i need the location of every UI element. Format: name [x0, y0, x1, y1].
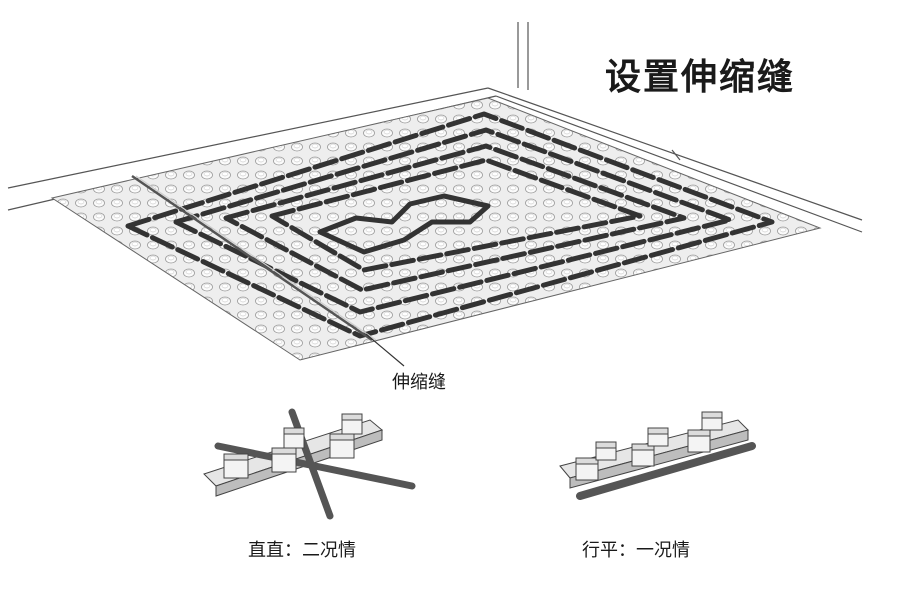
clip-block-e — [647, 427, 669, 447]
clip-block-b — [271, 447, 297, 473]
clip-block-d — [341, 413, 363, 435]
pipe-loop-2 — [173, 127, 733, 315]
wall-base-left-outer — [7, 87, 489, 189]
clip-block-d — [595, 441, 617, 461]
clip-block-a — [223, 453, 249, 479]
heating-pipe-spiral — [125, 111, 775, 339]
clip-block-c — [329, 433, 355, 459]
pipe-loop-inner — [317, 193, 491, 255]
clip-block-b — [631, 443, 655, 467]
pipe-parallel — [576, 442, 756, 500]
pipe-loop-outer — [125, 111, 775, 339]
case-vertical-label: 直直：二况情 — [248, 540, 356, 561]
case-vertical-illustration — [203, 408, 416, 520]
clip-block-e — [283, 427, 305, 449]
case-parallel-label: 行平：一况情 — [582, 540, 690, 561]
insulation-board — [50, 97, 822, 361]
clip-block-f — [701, 411, 723, 431]
pipe-loop-3 — [223, 143, 687, 293]
pipe-loop-4 — [269, 157, 643, 273]
clip-block-a — [575, 457, 599, 481]
wall-base-right-inner — [495, 95, 863, 233]
clip-block-c — [687, 429, 711, 453]
case-parallel-illustration — [559, 411, 756, 500]
diagram-title: 设置伸缩缝 — [604, 57, 795, 98]
expansion-joint-label: 伸缩缝 — [392, 372, 446, 393]
callout-leader — [365, 333, 405, 367]
expansion-joint — [131, 174, 377, 342]
wall-step-mark — [671, 149, 681, 161]
